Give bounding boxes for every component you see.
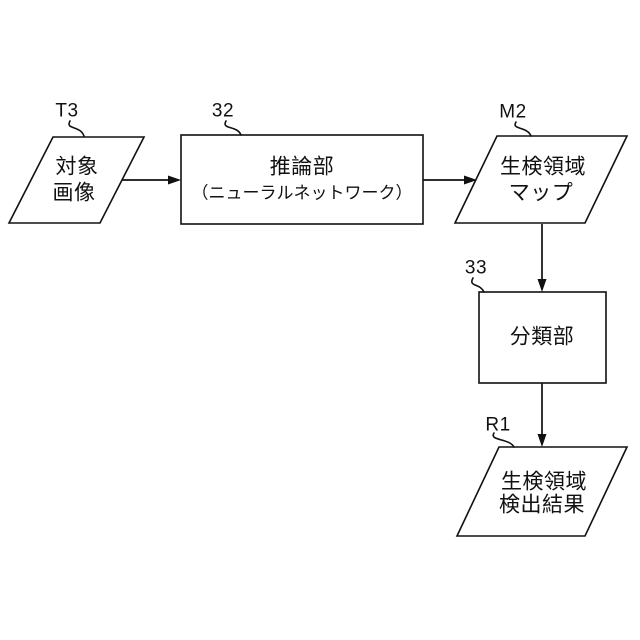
node-biopsy-detection-result: 生検領域 検出結果 (455, 446, 629, 537)
leader-line-33 (471, 277, 485, 293)
biopsy-region-map-label-line2: マップ (509, 182, 574, 205)
node-target-image: 対象 画像 (7, 136, 146, 224)
arrow-classification-to-result (537, 383, 547, 447)
node-classification-unit: 分類部 (478, 291, 607, 384)
arrowhead-icon (168, 175, 181, 185)
leader-line-32 (224, 120, 242, 136)
target-image-label-line1: 対象 (56, 156, 99, 179)
ref-label-32: 32 (212, 101, 234, 122)
biopsy-detection-result-parallelogram (455, 446, 629, 537)
biopsy-detection-result-label-line2: 検出結果 (499, 494, 585, 517)
arrowhead-icon (537, 434, 547, 447)
leader-line-t3 (68, 120, 85, 137)
inference-unit-rectangle (180, 134, 424, 225)
leader-line-r1 (492, 432, 515, 448)
arrowhead-icon (537, 279, 547, 292)
arrow-target-image-to-inference (122, 175, 181, 185)
inference-unit-label-line1: 推論部 (270, 156, 335, 179)
biopsy-region-map-parallelogram (453, 135, 629, 224)
node-inference-unit: 推論部 （ニューラルネットワーク） (180, 134, 424, 225)
classification-unit-label: 分類部 (510, 326, 575, 349)
ref-label-t3: T3 (55, 101, 78, 122)
ref-label-r1: R1 (485, 415, 510, 436)
biopsy-detection-result-label-line1: 生検領域 (501, 471, 587, 494)
leader-line-m2 (514, 121, 532, 137)
arrow-map-to-classification (537, 224, 547, 292)
inference-unit-label-line2: （ニューラルネットワーク） (192, 184, 413, 203)
ref-label-33: 33 (465, 258, 487, 279)
arrowhead-icon (464, 175, 477, 185)
node-biopsy-region-map: 生検領域 マップ (453, 135, 629, 224)
target-image-parallelogram (7, 136, 146, 224)
ref-label-m2: M2 (499, 102, 526, 123)
target-image-label-line2: 画像 (53, 182, 96, 205)
arrow-inference-to-map (423, 175, 477, 185)
biopsy-region-map-label-line1: 生検領域 (500, 156, 586, 179)
